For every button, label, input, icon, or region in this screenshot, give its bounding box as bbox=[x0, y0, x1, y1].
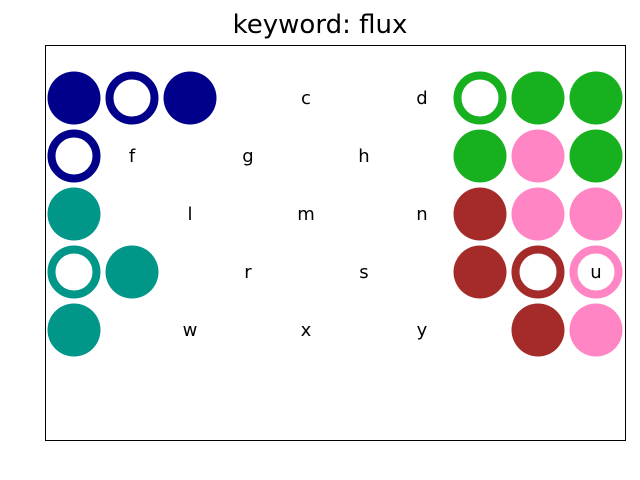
grid-cell-r4-c8[interactable] bbox=[511, 303, 565, 357]
navy-ring-token bbox=[47, 129, 101, 183]
cell-letter: f bbox=[129, 146, 136, 167]
grid-cell-r4-c6[interactable]: y bbox=[417, 320, 428, 341]
grid-cell-r1-c8[interactable] bbox=[511, 129, 565, 183]
green-ring-token bbox=[453, 71, 507, 125]
cell-letter: y bbox=[417, 320, 428, 341]
pink-filled-token bbox=[569, 187, 623, 241]
grid-cell-r0-c2[interactable] bbox=[163, 71, 217, 125]
grid-cell-r1-c0[interactable] bbox=[47, 129, 101, 183]
cell-letter: w bbox=[183, 320, 198, 341]
cell-letter: h bbox=[358, 146, 369, 167]
brown-filled-token bbox=[511, 303, 565, 357]
grid-cell-r3-c9[interactable]: u bbox=[569, 245, 623, 299]
green-filled-token bbox=[453, 129, 507, 183]
teal-filled-token bbox=[47, 303, 101, 357]
pink-ring-token bbox=[569, 245, 623, 299]
cell-letter: m bbox=[297, 204, 315, 225]
grid-cell-r2-c7[interactable] bbox=[453, 187, 507, 241]
grid-cell-r0-c9[interactable] bbox=[569, 71, 623, 125]
pink-filled-token bbox=[569, 303, 623, 357]
grid-cell-r2-c0[interactable] bbox=[47, 187, 101, 241]
grid-cell-r0-c1[interactable] bbox=[105, 71, 159, 125]
cells-layer: c d f g h l m n r s u w x y bbox=[47, 71, 623, 357]
cell-letter: x bbox=[301, 320, 312, 341]
grid-cell-r2-c8[interactable] bbox=[511, 187, 565, 241]
board-frame bbox=[45, 45, 626, 441]
cell-letter: d bbox=[416, 88, 427, 109]
cell-letter: c bbox=[301, 88, 311, 109]
grid-cell-r0-c4[interactable]: c bbox=[301, 88, 311, 109]
grid-cell-r1-c7[interactable] bbox=[453, 129, 507, 183]
grid-cell-r1-c5[interactable]: h bbox=[358, 146, 369, 167]
navy-filled-token bbox=[163, 71, 217, 125]
grid-cell-r4-c0[interactable] bbox=[47, 303, 101, 357]
grid-cell-r3-c1[interactable] bbox=[105, 245, 159, 299]
grid-cell-r3-c3[interactable]: r bbox=[244, 262, 252, 283]
cell-letter: g bbox=[242, 146, 253, 167]
cell-letter: s bbox=[359, 262, 368, 283]
green-filled-token bbox=[511, 71, 565, 125]
grid-cell-r0-c7[interactable] bbox=[453, 71, 507, 125]
grid-cell-r1-c9[interactable] bbox=[569, 129, 623, 183]
brown-filled-token bbox=[453, 187, 507, 241]
grid-cell-r2-c2[interactable]: l bbox=[187, 204, 192, 225]
grid-cell-r2-c9[interactable] bbox=[569, 187, 623, 241]
teal-ring-token bbox=[47, 245, 101, 299]
puzzle-title: keyword: flux bbox=[232, 10, 408, 40]
grid-cell-r2-c6[interactable]: n bbox=[416, 204, 427, 225]
grid-cell-r3-c5[interactable]: s bbox=[359, 262, 368, 283]
grid-cell-r4-c2[interactable]: w bbox=[183, 320, 198, 341]
pink-filled-token bbox=[511, 129, 565, 183]
grid-cell-r0-c8[interactable] bbox=[511, 71, 565, 125]
cell-letter: l bbox=[187, 204, 192, 225]
green-filled-token bbox=[569, 71, 623, 125]
green-filled-token bbox=[569, 129, 623, 183]
grid-cell-r3-c7[interactable] bbox=[453, 245, 507, 299]
brown-filled-token bbox=[453, 245, 507, 299]
pink-filled-token bbox=[511, 187, 565, 241]
grid-cell-r0-c6[interactable]: d bbox=[416, 88, 427, 109]
grid-cell-r2-c4[interactable]: m bbox=[297, 204, 315, 225]
brown-ring-token bbox=[511, 245, 565, 299]
cell-letter: u bbox=[590, 262, 601, 283]
teal-filled-token bbox=[105, 245, 159, 299]
navy-ring-token bbox=[105, 71, 159, 125]
grid-cell-r4-c4[interactable]: x bbox=[301, 320, 312, 341]
grid-cell-r0-c0[interactable] bbox=[47, 71, 101, 125]
grid-cell-r1-c3[interactable]: g bbox=[242, 146, 253, 167]
grid-cell-r3-c8[interactable] bbox=[511, 245, 565, 299]
grid-cell-r1-c1[interactable]: f bbox=[129, 146, 136, 167]
teal-filled-token bbox=[47, 187, 101, 241]
cell-letter: r bbox=[244, 262, 252, 283]
navy-filled-token bbox=[47, 71, 101, 125]
grid-cell-r3-c0[interactable] bbox=[47, 245, 101, 299]
grid-cell-r4-c9[interactable] bbox=[569, 303, 623, 357]
cell-letter: n bbox=[416, 204, 427, 225]
